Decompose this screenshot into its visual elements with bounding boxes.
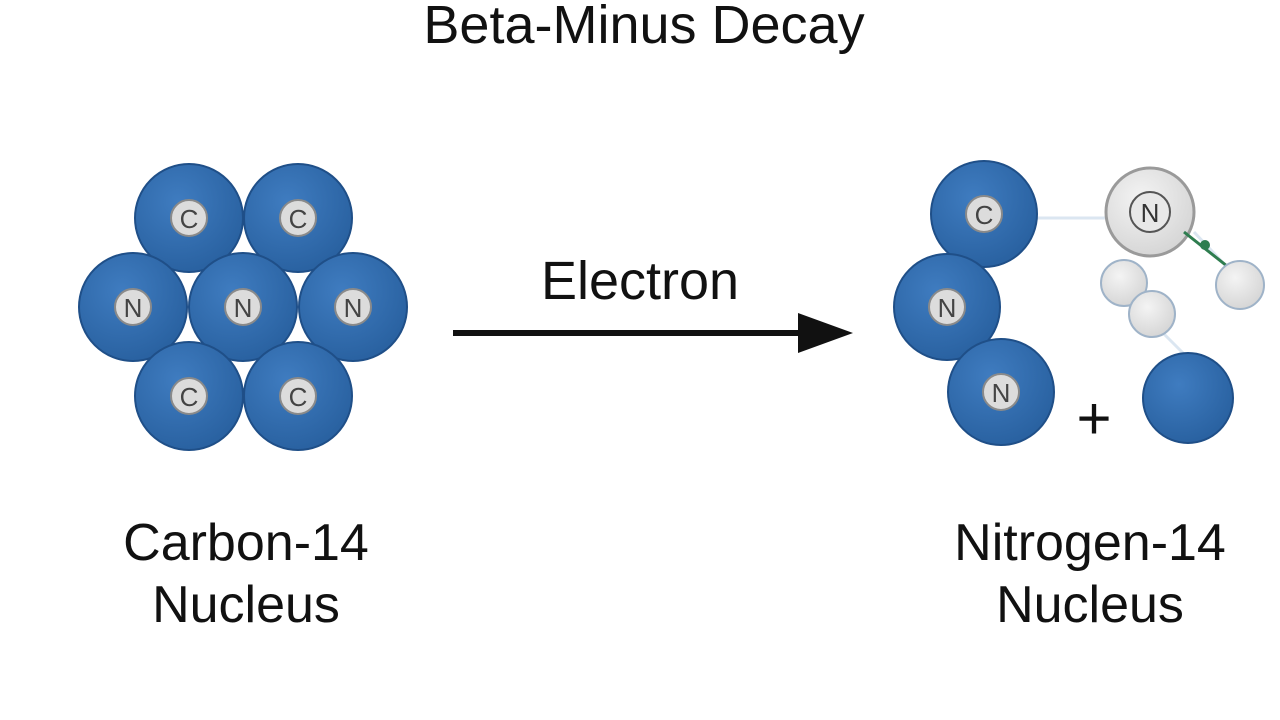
small-particle: [1128, 290, 1176, 338]
decayed-neutron: N: [1104, 166, 1196, 258]
emitted-particle: [1142, 352, 1234, 444]
nucleon-label: C: [975, 200, 994, 230]
reaction-arrow: [453, 313, 853, 353]
nucleon-n-middle-right: N: [298, 252, 408, 362]
nucleon-c-top: C: [930, 160, 1038, 268]
nucleon-c-top-right: C: [243, 163, 353, 273]
nucleon-label: C: [289, 204, 308, 234]
diagram-title: Beta-Minus Decay: [423, 0, 865, 55]
nucleon-label: N: [124, 293, 143, 323]
green-link: [1183, 230, 1233, 272]
nucleon-c-bottom-left: C: [134, 341, 244, 451]
nucleon-label: C: [289, 382, 308, 412]
caption-line-1: Nitrogen-14: [954, 514, 1226, 572]
nucleon-label: N: [938, 293, 957, 323]
caption-line-2: Nucleus: [152, 576, 340, 634]
nucleon-label: C: [180, 204, 199, 234]
small-particle: [1100, 259, 1148, 307]
nucleon-label: C: [180, 382, 199, 412]
plus-sign: +: [1076, 385, 1112, 452]
carbon-14-nucleus: C C N N N C C: [78, 163, 408, 451]
nitrogen-14-nucleus: C N N N: [893, 160, 1265, 446]
small-particle: [1215, 260, 1265, 310]
nucleon-label: N: [1141, 198, 1160, 228]
nucleon-label: N: [344, 293, 363, 323]
nucleon-n-middle: N: [893, 253, 1001, 361]
carbon-14-caption: Carbon-14 Nucleus: [46, 512, 446, 636]
caption-line-2: Nucleus: [996, 576, 1184, 634]
arrow-label: Electron: [540, 251, 740, 311]
nucleon-label: N: [992, 378, 1011, 408]
nucleon-n-bottom: N: [947, 338, 1055, 446]
nucleon-n-middle-left: N: [78, 252, 188, 362]
caption-line-1: Carbon-14: [123, 514, 369, 572]
nucleon-n-center: N: [188, 252, 298, 362]
nitrogen-14-caption: Nitrogen-14 Nucleus: [890, 512, 1280, 636]
nucleon-c-bottom-right: C: [243, 341, 353, 451]
nucleon-label: N: [234, 293, 253, 323]
